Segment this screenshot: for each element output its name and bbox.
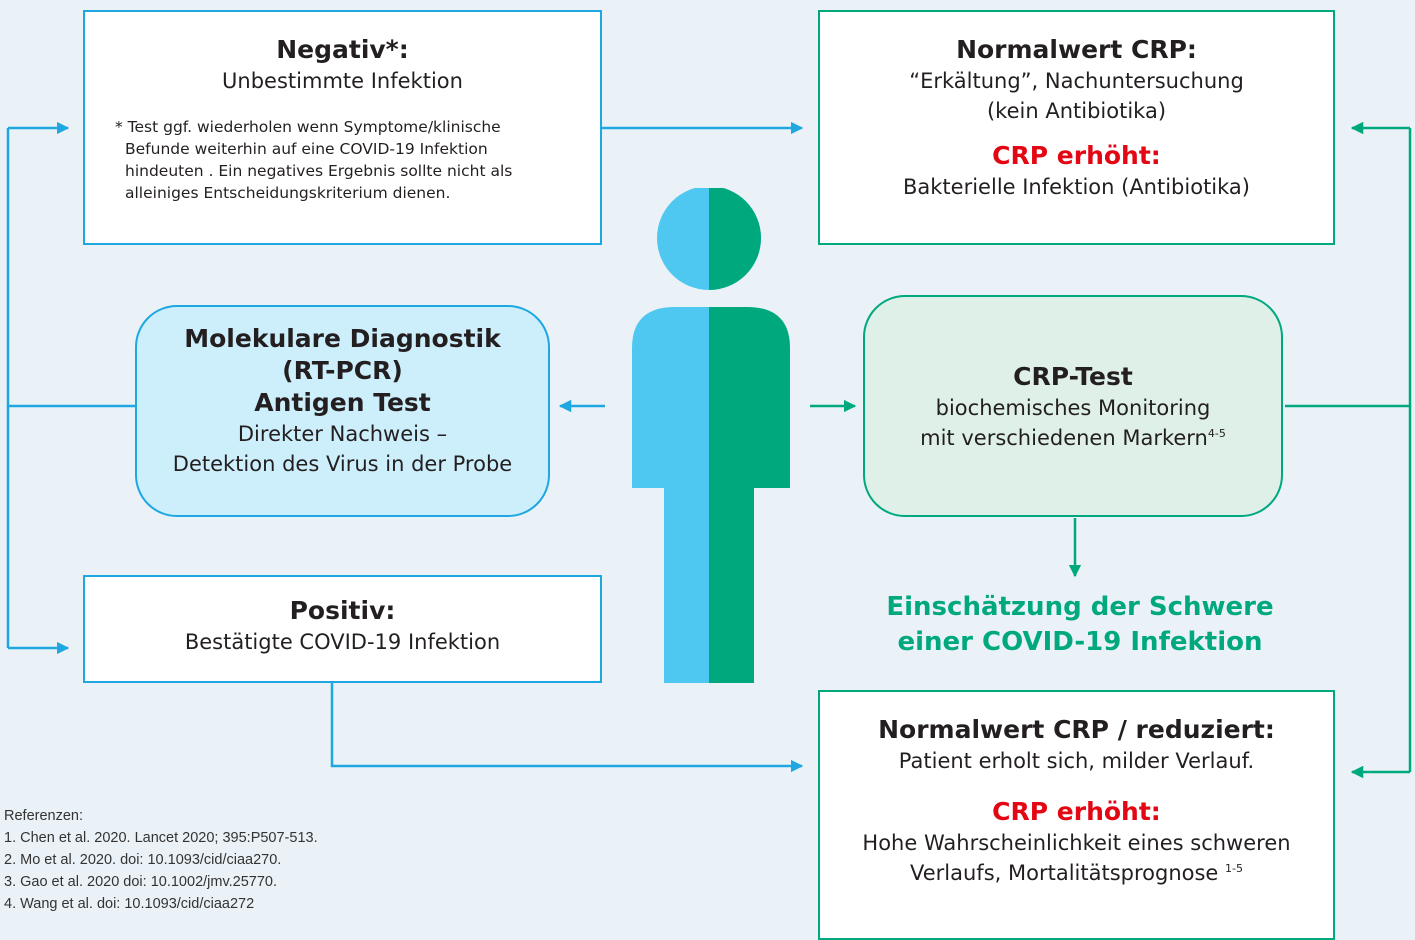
- negative-note-line: Befunde weiterhin auf eine COVID-19 Infe…: [125, 140, 488, 158]
- negative-result-box: Negativ*: Unbestimmte Infektion * Test g…: [83, 10, 602, 245]
- negative-note-line: hindeuten . Ein negatives Ergebnis sollt…: [125, 162, 513, 180]
- molecular-text-line: Direkter Nachweis –: [237, 422, 448, 446]
- reference-item: 1. Chen et al. 2020. Lancet 2020; 395:P5…: [4, 830, 318, 846]
- normal-crp-line: “Erkältung”, Nachuntersuchung: [909, 69, 1244, 93]
- severity-assessment: Einschätzung der Schwere einer COVID-19 …: [830, 590, 1330, 660]
- reduced-crp-line-text: Verlaufs, Mortalitätsprognose: [910, 861, 1219, 885]
- crp-elevated-text: Bakterielle Infektion (Antibiotika): [903, 175, 1250, 199]
- connector-lines: [6, 121, 1412, 779]
- negative-note: * Test ggf. wiederholen wenn Symptome/kl…: [115, 116, 600, 204]
- severity-line: einer COVID-19 Infektion: [897, 627, 1263, 657]
- negative-title: Negativ*:: [276, 35, 409, 64]
- molecular-diagnostics-box: Molekulare Diagnostik (RT-PCR) Antigen T…: [135, 305, 550, 517]
- normal-crp-box: Normalwert CRP: “Erkältung”, Nachuntersu…: [818, 10, 1335, 245]
- references: Referenzen: 1. Chen et al. 2020. Lancet …: [4, 805, 484, 919]
- reduced-crp-line: Verlaufs, Mortalitätsprognose 1-5: [820, 858, 1333, 888]
- reference-item: 4. Wang et al. doi: 10.1093/cid/ciaa272: [4, 896, 255, 912]
- reduced-crp-line: Patient erholt sich, milder Verlauf.: [898, 749, 1255, 773]
- crp-test-box: CRP-Test biochemisches Monitoring mit ve…: [863, 295, 1283, 517]
- molecular-text-line: Detektion des Virus in der Probe: [172, 452, 513, 476]
- crp-test-line: mit verschiedenen Markern4-5: [865, 423, 1281, 453]
- normal-crp-line: (kein Antibiotika): [986, 99, 1167, 123]
- positive-title: Positiv:: [289, 596, 396, 625]
- crp-test-title: CRP-Test: [1013, 362, 1133, 391]
- references-heading: Referenzen:: [4, 808, 83, 824]
- reduced-crp-box: Normalwert CRP / reduziert: Patient erho…: [818, 690, 1335, 940]
- positive-result-box: Positiv: Bestätigte COVID-19 Infektion: [83, 575, 602, 683]
- arrow-positive-to-reduced: [330, 683, 804, 773]
- negative-note-line: alleiniges Entscheidungskriterium dienen…: [125, 184, 451, 202]
- crp-test-superscript: 4-5: [1207, 427, 1226, 440]
- molecular-title-line: Antigen Test: [254, 388, 431, 417]
- crp-test-line: biochemisches Monitoring: [935, 396, 1211, 420]
- severity-line: Einschätzung der Schwere: [886, 592, 1274, 622]
- reduced-crp-line: Hohe Wahrscheinlichkeit eines schweren: [862, 831, 1291, 855]
- reference-item: 3. Gao et al. 2020 doi: 10.1002/jmv.2577…: [4, 874, 278, 890]
- reference-item: 2. Mo et al. 2020. doi: 10.1093/cid/ciaa…: [4, 852, 282, 868]
- molecular-title-line: (RT-PCR): [282, 356, 403, 385]
- negative-note-line: * Test ggf. wiederholen wenn Symptome/kl…: [115, 118, 501, 136]
- reduced-crp-superscript: 1-5: [1225, 862, 1243, 875]
- negative-subtitle: Unbestimmte Infektion: [222, 69, 463, 93]
- molecular-title-line: Molekulare Diagnostik: [184, 324, 501, 353]
- reduced-crp-title: Normalwert CRP / reduziert:: [878, 715, 1275, 744]
- positive-subtitle: Bestätigte COVID-19 Infektion: [184, 630, 501, 654]
- crp-test-line-text: mit verschiedenen Markern: [920, 426, 1208, 450]
- crp-elevated-title: CRP erhöht:: [992, 797, 1161, 826]
- crp-elevated-title: CRP erhöht:: [992, 141, 1161, 170]
- normal-crp-title: Normalwert CRP:: [956, 35, 1197, 64]
- person-icon: [632, 188, 790, 683]
